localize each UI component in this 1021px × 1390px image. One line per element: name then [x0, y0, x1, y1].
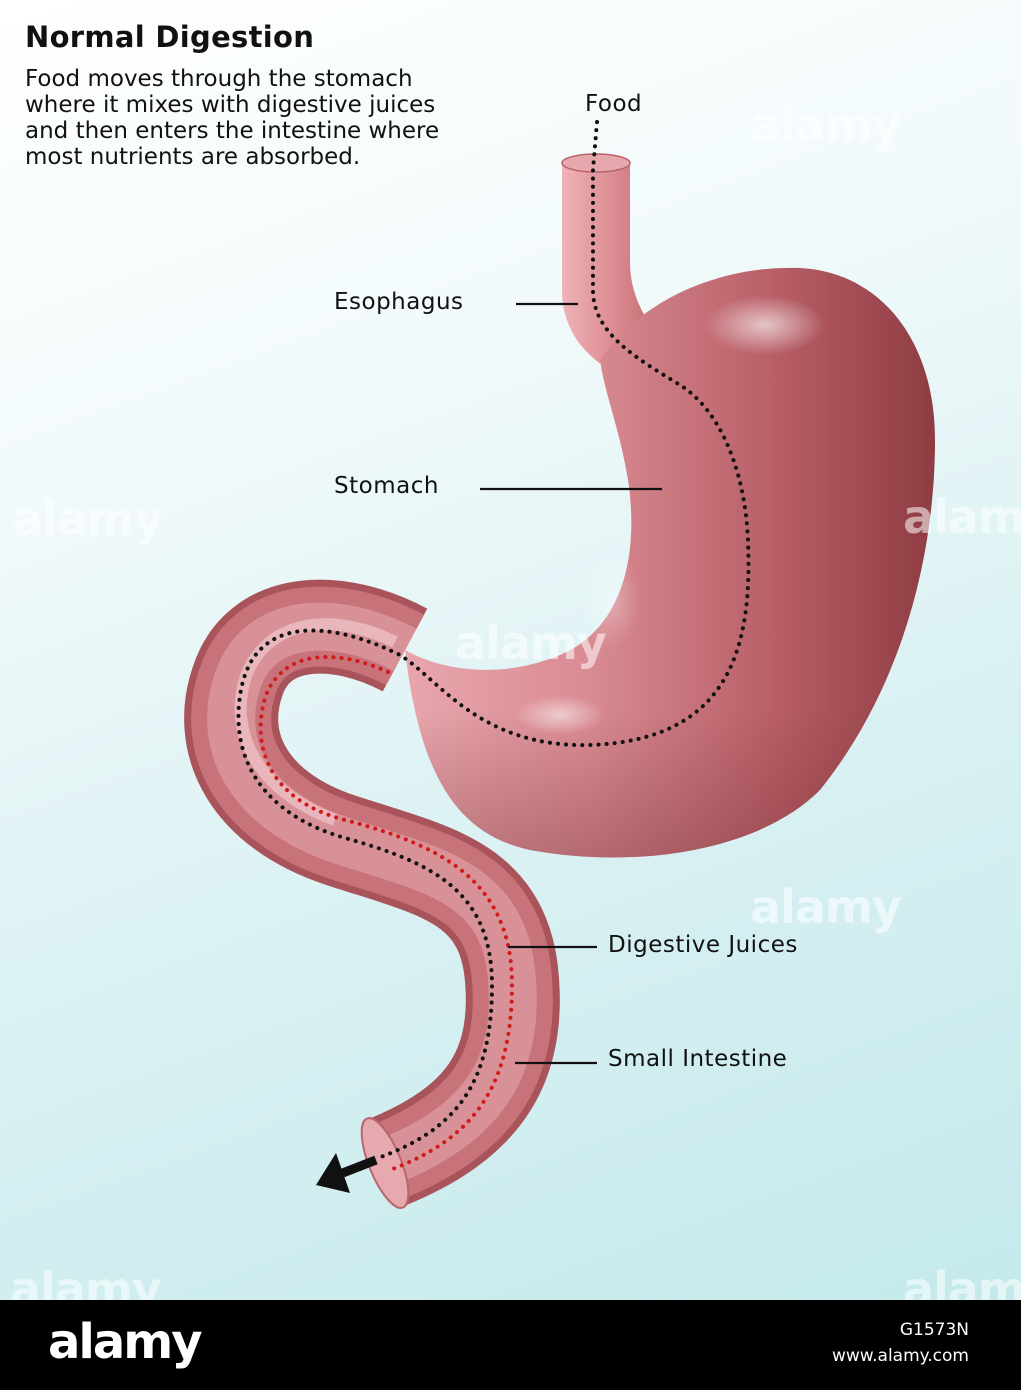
footer-logo: alamy	[48, 1314, 203, 1370]
watermark: alamy	[903, 490, 1021, 544]
watermark: alamy	[455, 616, 607, 670]
stomach-label: Stomach	[334, 473, 439, 499]
diagram-description: Food moves through the stomach where it …	[25, 66, 440, 170]
digestive-system-figure	[184, 120, 935, 1209]
small-intestine-label: Small Intestine	[608, 1046, 788, 1072]
food-label: Food	[585, 91, 643, 117]
digestive-juices-label: Digestive Juices	[608, 932, 798, 958]
watermark: alamy	[750, 98, 902, 152]
stomach-shape	[405, 267, 935, 858]
food-path-dotted	[236, 120, 751, 1160]
footer-bar: alamy G1573N www.alamy.com	[0, 1300, 1021, 1390]
digestive-juice-path-dotted	[258, 655, 515, 1172]
watermark: alamy	[903, 1262, 1021, 1300]
exit-arrow	[316, 1153, 378, 1193]
diagram-canvas: Normal Digestion Food moves through the …	[0, 0, 1021, 1300]
esophagus-label: Esophagus	[334, 289, 464, 315]
diagram-title: Normal Digestion	[25, 20, 315, 54]
watermark: alamy	[12, 492, 164, 546]
watermark: alamy	[10, 1262, 162, 1300]
image-id: G1573N	[899, 1320, 969, 1340]
footer-url: www.alamy.com	[831, 1346, 969, 1366]
watermark: alamy	[750, 880, 902, 934]
